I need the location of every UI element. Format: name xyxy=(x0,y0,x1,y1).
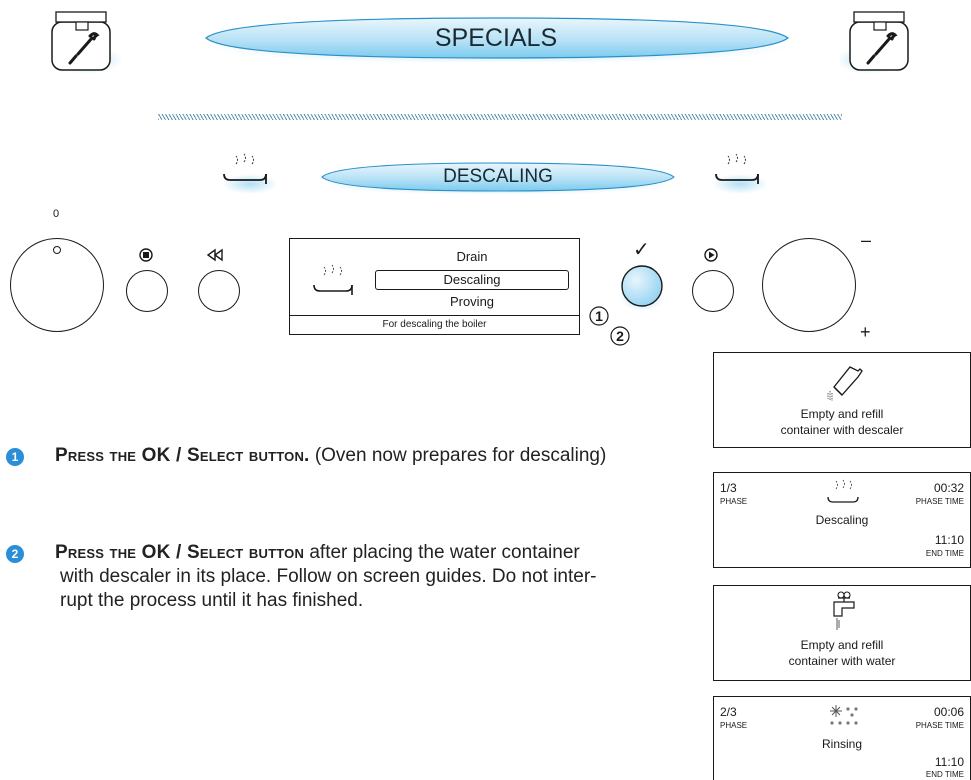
callout-marker-1: 1 xyxy=(589,306,609,326)
steam-tray-icon-left xyxy=(218,148,278,196)
step-badge-2: 2 xyxy=(6,545,24,563)
step-2-line-2: with descaler in its place. Follow on sc… xyxy=(60,566,597,587)
step-2-line-1: after placing the water container xyxy=(309,542,580,563)
dial-zero-label: 0 xyxy=(53,208,60,220)
screen-refill-descaler: Empty and refill container with descaler xyxy=(713,352,971,448)
end-time-value: 11:10 xyxy=(934,533,964,547)
menu-item-descaling-selected[interactable]: Descaling xyxy=(375,270,569,290)
screen-3-text-2: container with water xyxy=(788,654,896,668)
function-dial[interactable] xyxy=(10,238,104,332)
phase-time-label: PHASE TIME xyxy=(915,721,964,730)
dial-marker xyxy=(53,246,61,254)
phase-label: PHASE xyxy=(720,721,748,730)
stop-button[interactable] xyxy=(126,270,168,312)
step-1-action: Press the OK / Select button. xyxy=(55,445,310,466)
page-title: SPECIALS xyxy=(434,23,558,52)
phase-value: 2/3 xyxy=(720,705,737,719)
end-time-label: END TIME xyxy=(925,770,964,779)
hatched-divider xyxy=(158,114,842,120)
step-badge-1: 1 xyxy=(6,448,24,466)
screen-phase-descaling: 1/3 PHASE 00:32 PHASE TIME Descaling 11:… xyxy=(713,472,971,568)
phase-time-label: PHASE TIME xyxy=(915,497,964,506)
phase-value: 1/3 xyxy=(720,481,737,495)
callout-marker-2: 2 xyxy=(610,326,630,346)
step-2-action: Press the OK / Select button xyxy=(55,542,305,563)
selector-dial[interactable] xyxy=(762,238,856,332)
rinsing-icon xyxy=(826,701,866,729)
tool-icon-left xyxy=(42,8,123,78)
specials-banner: SPECIALS xyxy=(200,14,792,62)
phase-name: Descaling xyxy=(815,513,869,527)
phase-time-value: 00:06 xyxy=(933,705,964,719)
back-button[interactable] xyxy=(198,270,240,312)
step-1: Press the OK / Select button. (Oven now … xyxy=(55,444,695,468)
checkmark-icon: ✓ xyxy=(633,239,650,261)
phase-time-value: 00:32 xyxy=(933,481,964,495)
step-2-line-3: rupt the process until it has finished. xyxy=(60,590,364,611)
display-divider xyxy=(290,315,579,316)
screen-phase-rinsing: 2/3 PHASE 00:06 PHASE TIME Rinsing 11:10… xyxy=(713,696,971,780)
tool-icon-right xyxy=(836,8,920,78)
screen-1-text-1: Empty and refill xyxy=(800,407,884,421)
end-time-label: END TIME xyxy=(925,549,964,558)
descaling-banner: DESCALING xyxy=(318,160,678,194)
screen-refill-water: Empty and refill container with water xyxy=(713,585,971,681)
back-icon xyxy=(206,248,224,262)
start-icon xyxy=(704,248,718,262)
end-time-value: 11:10 xyxy=(934,755,964,769)
stop-icon xyxy=(139,248,153,262)
menu-item-drain[interactable]: Drain xyxy=(456,249,488,264)
display-hint: For descaling the boiler xyxy=(382,319,487,330)
descaler-bottle-icon xyxy=(820,359,866,403)
steam-tray-icon xyxy=(824,479,864,507)
screen-3-text-1: Empty and refill xyxy=(800,638,884,652)
oven-display: Drain Descaling Proving For descaling th… xyxy=(289,238,580,335)
dial-plus-label: + xyxy=(860,322,871,342)
step-1-detail: (Oven now prepares for descaling) xyxy=(314,445,607,466)
phase-name: Rinsing xyxy=(821,737,863,751)
screen-1-text-2: container with descaler xyxy=(780,423,904,437)
dial-minus-label: – xyxy=(861,230,872,250)
ok-select-button[interactable] xyxy=(619,262,665,312)
steam-tray-icon xyxy=(310,263,360,297)
phase-label: PHASE xyxy=(720,497,748,506)
steam-tray-icon-right xyxy=(710,148,770,196)
start-button[interactable] xyxy=(692,270,734,312)
water-tap-icon xyxy=(828,590,858,634)
section-title: DESCALING xyxy=(443,166,553,187)
menu-item-proving[interactable]: Proving xyxy=(449,294,495,309)
step-2: Press the OK / Select button after placi… xyxy=(55,541,695,613)
